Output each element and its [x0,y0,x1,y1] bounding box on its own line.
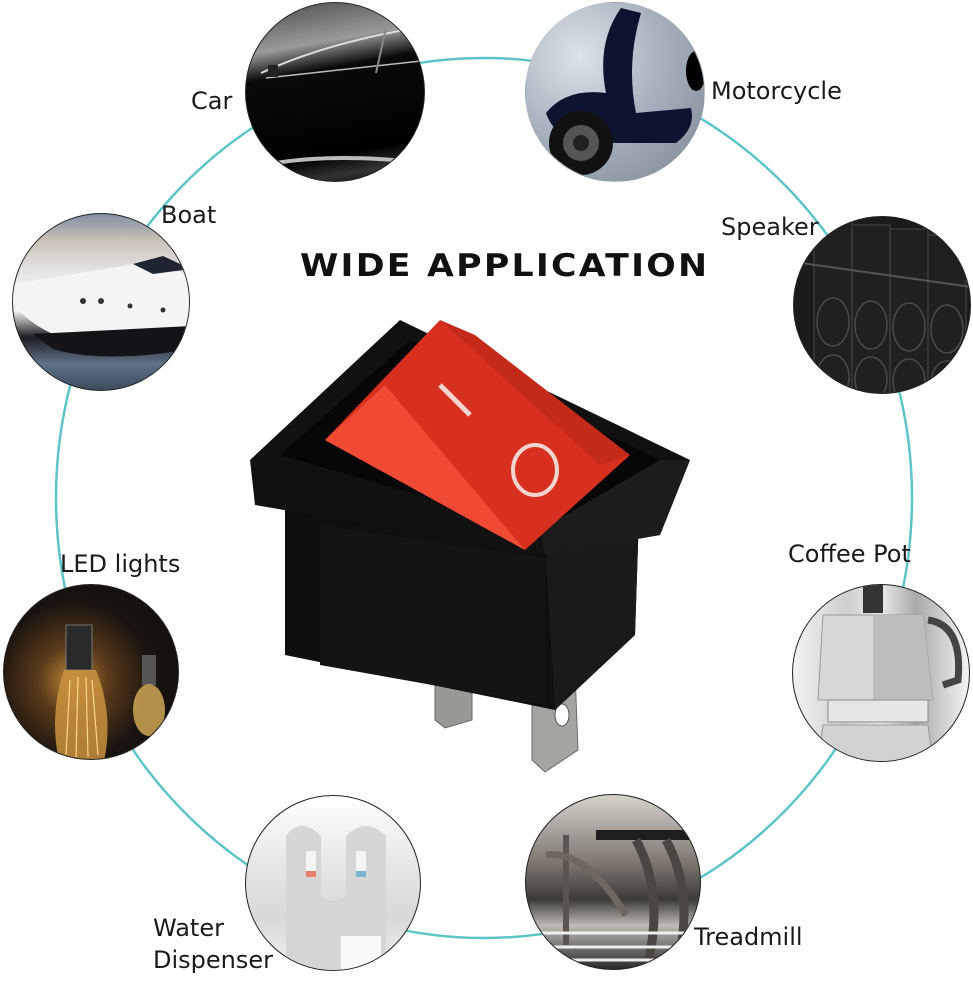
treadmill-image [525,794,701,970]
water-dispenser-image [245,795,421,971]
headline: WIDE APPLICATION [300,248,710,284]
app-label-water-dispenser-line1: Water [153,914,224,942]
on-symbol [438,383,472,417]
app-label-water-dispenser-line2: Dispenser [153,946,273,974]
app-label-car: Car [191,87,233,115]
coffee-pot-image [792,584,970,762]
app-label-coffee-pot: Coffee Pot [788,540,911,568]
rocker-switch-product [240,310,700,780]
motorcycle-image [525,2,705,182]
boat-image [12,213,190,391]
app-label-motorcycle: Motorcycle [711,77,842,105]
off-symbol [511,443,559,497]
car-image [245,2,425,182]
speaker-image [793,216,971,394]
app-label-led-lights: LED lights [60,550,181,578]
app-label-treadmill: Treadmill [694,923,803,951]
led-bulb-image [3,584,179,760]
app-label-boat: Boat [161,201,217,229]
app-label-speaker: Speaker [721,213,819,241]
